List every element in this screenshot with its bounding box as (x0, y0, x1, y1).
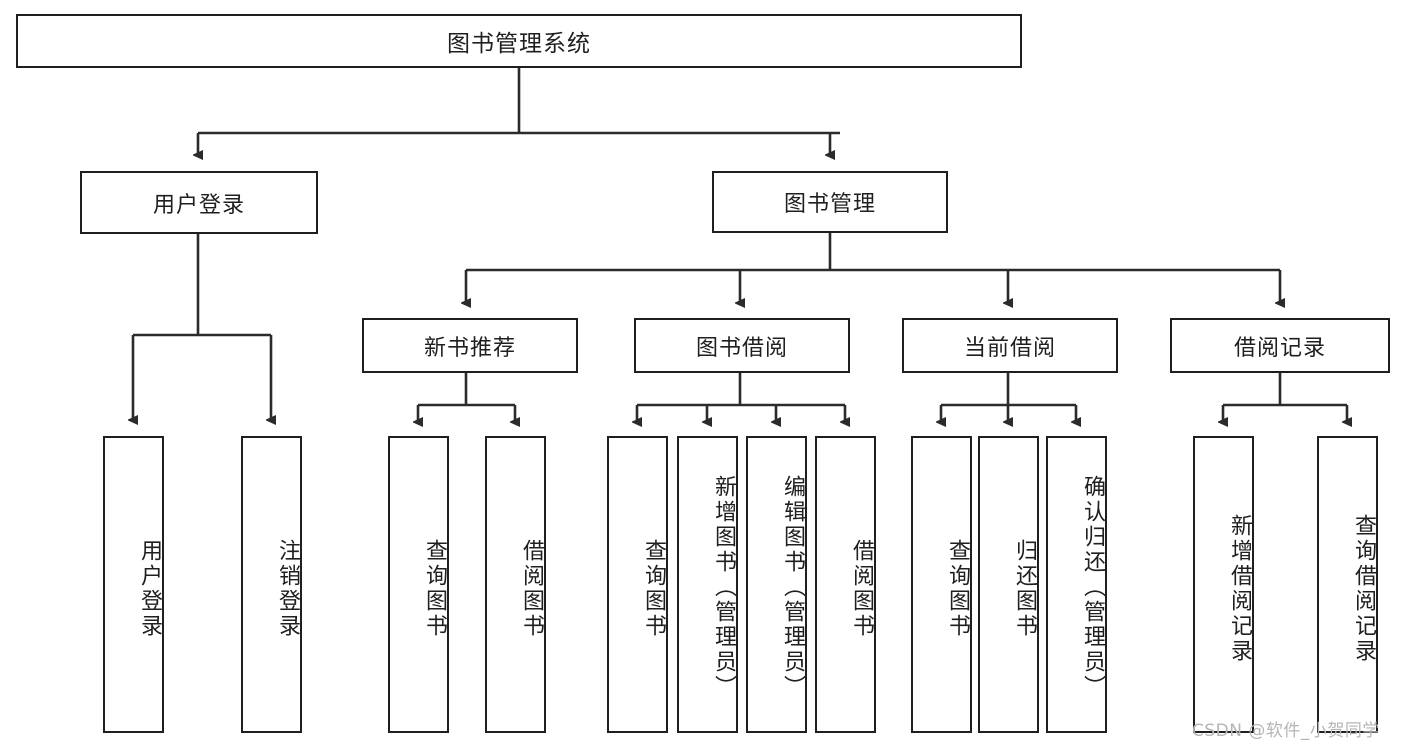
leaf-borrow-borrow-book[interactable]: 借阅图书 (815, 436, 876, 733)
leaf-record-query-record[interactable]: 查询借阅记录 (1317, 436, 1378, 733)
leaf-borrow-query-book[interactable]: 查询图书 (607, 436, 668, 733)
leaf-current-query-book[interactable]: 查询图书 (911, 436, 972, 733)
node-borrow-record[interactable]: 借阅记录 (1170, 318, 1390, 373)
node-label: 图书管理 (783, 192, 876, 217)
leaf-user-login-signin[interactable]: 用户登录 (103, 436, 164, 733)
leaf-user-login-signout[interactable]: 注销登录 (241, 436, 302, 733)
leaf-recommend-query-book[interactable]: 查询图书 (388, 436, 449, 733)
node-label: 新书推荐 (423, 335, 516, 361)
node-root-system[interactable]: 图书管理系统 (16, 14, 1022, 68)
watermark-text: CSDN @软件_小贺同学 (1192, 721, 1380, 741)
node-label: 新增借阅记录 (1227, 513, 1252, 664)
node-user-login[interactable]: 用户登录 (80, 171, 318, 234)
leaf-borrow-edit-book-admin[interactable]: 编辑图书（管理员） (746, 436, 807, 733)
leaf-recommend-borrow-book[interactable]: 借阅图书 (485, 436, 546, 733)
leaf-current-confirm-return-admin[interactable]: 确认归还（管理员） (1046, 436, 1107, 733)
leaf-current-return-book[interactable]: 归还图书 (978, 436, 1039, 733)
node-new-book-recommend[interactable]: 新书推荐 (362, 318, 578, 373)
node-label: 查询图书 (422, 538, 447, 639)
leaf-record-add-record[interactable]: 新增借阅记录 (1193, 436, 1254, 733)
node-label: 图书借阅 (695, 335, 788, 361)
node-current-borrow[interactable]: 当前借阅 (902, 318, 1118, 373)
node-label: 查询图书 (641, 538, 666, 639)
leaf-borrow-add-book-admin[interactable]: 新增图书（管理员） (677, 436, 738, 733)
node-label: 编辑图书（管理员） (780, 475, 805, 700)
node-label: 确认归还（管理员） (1080, 475, 1105, 700)
node-book-management[interactable]: 图书管理 (712, 171, 948, 233)
node-label: 图书管理系统 (447, 31, 591, 57)
node-label: 用户登录 (137, 538, 162, 639)
node-label: 查询图书 (945, 538, 970, 639)
node-book-borrow[interactable]: 图书借阅 (634, 318, 850, 373)
node-label: 查询借阅记录 (1351, 513, 1376, 664)
node-label: 新增图书（管理员） (711, 475, 736, 700)
node-label: 借阅图书 (849, 538, 874, 639)
node-label: 当前借阅 (963, 335, 1056, 361)
node-label: 借阅图书 (519, 538, 544, 639)
node-label: 归还图书 (1012, 538, 1037, 639)
node-label: 借阅记录 (1233, 335, 1326, 361)
node-label: 注销登录 (275, 538, 300, 639)
node-label: 用户登录 (152, 192, 245, 218)
